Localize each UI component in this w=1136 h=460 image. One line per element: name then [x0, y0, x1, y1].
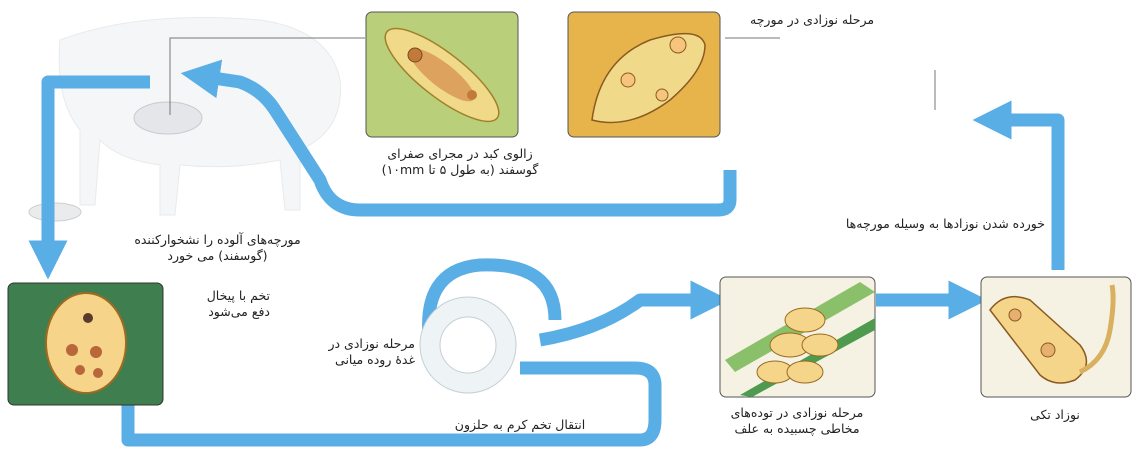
label-egg-transfer: انتقال تخم کرم به حلزون [420, 417, 620, 433]
label-mucus-stage-line2: مخاطی چسبیده به علف [697, 421, 897, 437]
label-ants-eat-larvae: خورده شدن نوزادها به وسیله مورچه‌ها [745, 216, 1045, 232]
label-liver-fluke-line2: گوسفند (به طول ۵ تا ۱۰mm) [345, 162, 575, 178]
egg-card [8, 283, 163, 405]
label-liver-fluke: زالوی کبد در مجرای صفرای گوسفند (به طول … [345, 146, 575, 177]
sheep-illustration [29, 18, 341, 222]
label-ants-eaten-line2: (گوسفند) می خورد [105, 248, 330, 264]
label-liver-fluke-line1: زالوی کبد در مجرای صفرای [345, 146, 575, 162]
label-egg-excreted-line2: دفع می‌شود [170, 304, 270, 320]
arrow-snail-to-mucus [540, 300, 710, 340]
label-ants-eaten: مورچه‌های آلوده را نشخوارکننده (گوسفند) … [105, 232, 330, 263]
ant-larva-card [568, 12, 720, 137]
label-single-larva: نوزاد تکی [1010, 407, 1100, 423]
mucus-grass-card [720, 277, 875, 397]
arrow-larva-up [992, 120, 1058, 270]
label-mucus-stage: مرحله نوزادی در توده‌های مخاطی چسبیده به… [697, 405, 897, 436]
label-ants-eaten-line1: مورچه‌های آلوده را نشخوارکننده [105, 232, 330, 248]
label-top-right-stage: مرحله نوزادی در مورچه [750, 12, 874, 28]
label-egg-excreted: تخم با پیخال دفع می‌شود [170, 288, 270, 319]
label-snail-gland-line1: مرحله نوزادی در [285, 336, 415, 352]
label-mucus-stage-line1: مرحله نوزادی در توده‌های [697, 405, 897, 421]
snail-gland-illustration [420, 297, 516, 393]
single-larva-card [981, 277, 1131, 397]
liver-fluke-card [366, 12, 518, 137]
label-egg-excreted-line1: تخم با پیخال [170, 288, 270, 304]
label-snail-gland-line2: غدهٔ روده میانی [285, 352, 415, 368]
label-snail-gland: مرحله نوزادی در غدهٔ روده میانی [285, 336, 415, 367]
